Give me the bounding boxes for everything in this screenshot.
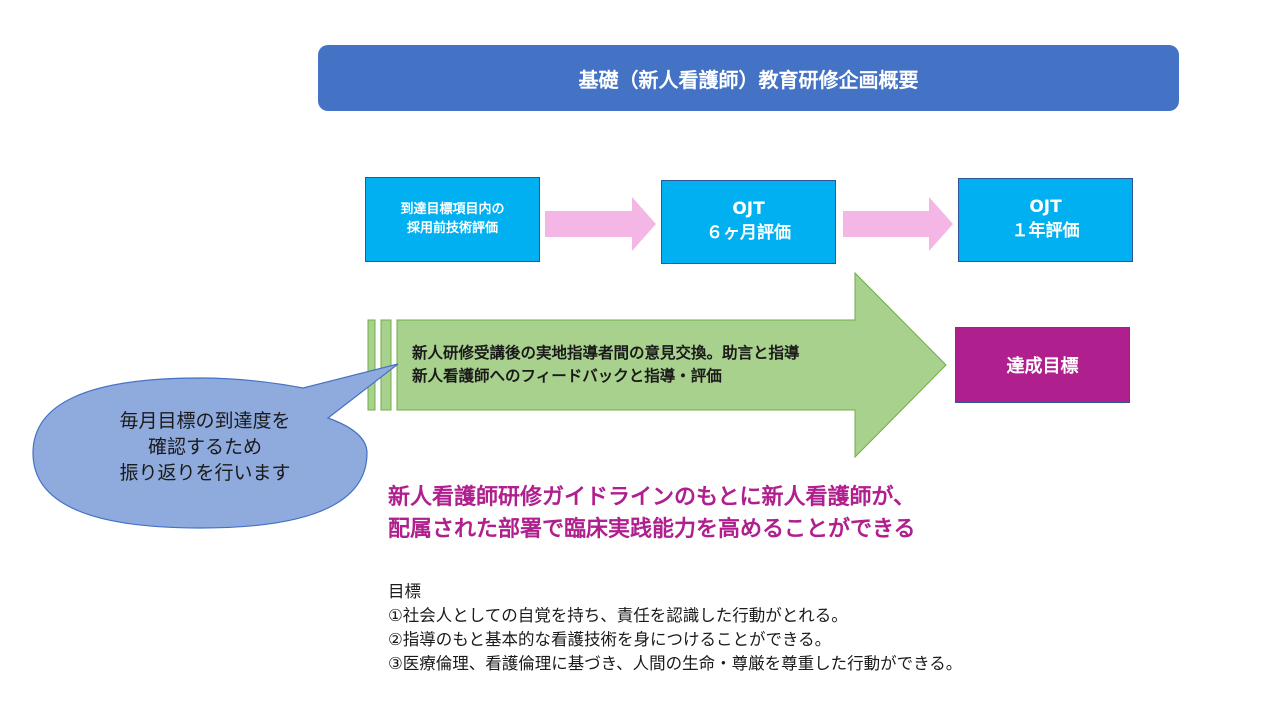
goals-heading: 目標 bbox=[388, 582, 421, 601]
bubble-line: 毎月目標の到達度を bbox=[119, 410, 291, 432]
step-line: OJT bbox=[732, 199, 765, 220]
step-line: ６ヶ月評価 bbox=[706, 223, 791, 243]
step-ojt-6-month: OJT ６ヶ月評価 bbox=[661, 180, 836, 264]
goal-box: 達成目標 bbox=[955, 327, 1130, 403]
step-line: 採用前技術評価 bbox=[406, 220, 498, 236]
headline-line: 配属された部署で臨床実践能力を高めることができる bbox=[388, 516, 916, 542]
big-green-arrow bbox=[396, 271, 947, 459]
speech-bubble bbox=[32, 363, 399, 529]
arrow-line: 新人看護師へのフィードバックと指導・評価 bbox=[412, 367, 722, 386]
bubble-line: 振り返りを行います bbox=[119, 462, 291, 485]
arrow-line: 新人研修受講後の実地指導者間の意見交換。助言と指導 bbox=[412, 344, 800, 362]
pink-arrow-1 bbox=[545, 197, 656, 251]
step-line: OJT bbox=[1029, 197, 1062, 218]
headline-line: 新人看護師研修ガイドラインのもとに新人看護師が、 bbox=[388, 485, 916, 510]
step-line: 到達目標項目内の bbox=[400, 201, 505, 217]
arrow-stripe-2 bbox=[380, 319, 392, 411]
arrow-label: 新人研修受講後の実地指導者間の意見交換。助言と指導 新人看護師へのフィードバック… bbox=[412, 342, 932, 389]
arrow-stripe-1 bbox=[367, 319, 376, 411]
goals-section: 目標 ①社会人としての自覚を持ち、責任を認識した行動がとれる。 ②指導のもと基本… bbox=[388, 580, 1268, 676]
page-title: 基礎（新人看護師）教育研修企画概要 bbox=[318, 45, 1179, 111]
goal-item: ③医療倫理、看護倫理に基づき、人間の生命・尊厳を尊重した行動ができる。 bbox=[388, 653, 963, 673]
pink-arrow-2 bbox=[843, 197, 953, 251]
step-pre-hire-assessment: 到達目標項目内の 採用前技術評価 bbox=[365, 177, 540, 262]
bubble-line: 確認するため bbox=[147, 436, 262, 459]
bubble-text: 毎月目標の到達度を 確認するため 振り返りを行います bbox=[60, 408, 350, 487]
step-ojt-1-year: OJT １年評価 bbox=[958, 178, 1133, 262]
goal-item: ①社会人としての自覚を持ち、責任を認識した行動がとれる。 bbox=[388, 605, 848, 625]
goal-item: ②指導のもと基本的な看護技術を身につけることができる。 bbox=[388, 629, 832, 649]
headline: 新人看護師研修ガイドラインのもとに新人看護師が、 配属された部署で臨床実践能力を… bbox=[388, 482, 1268, 546]
step-line: １年評価 bbox=[1011, 221, 1080, 241]
